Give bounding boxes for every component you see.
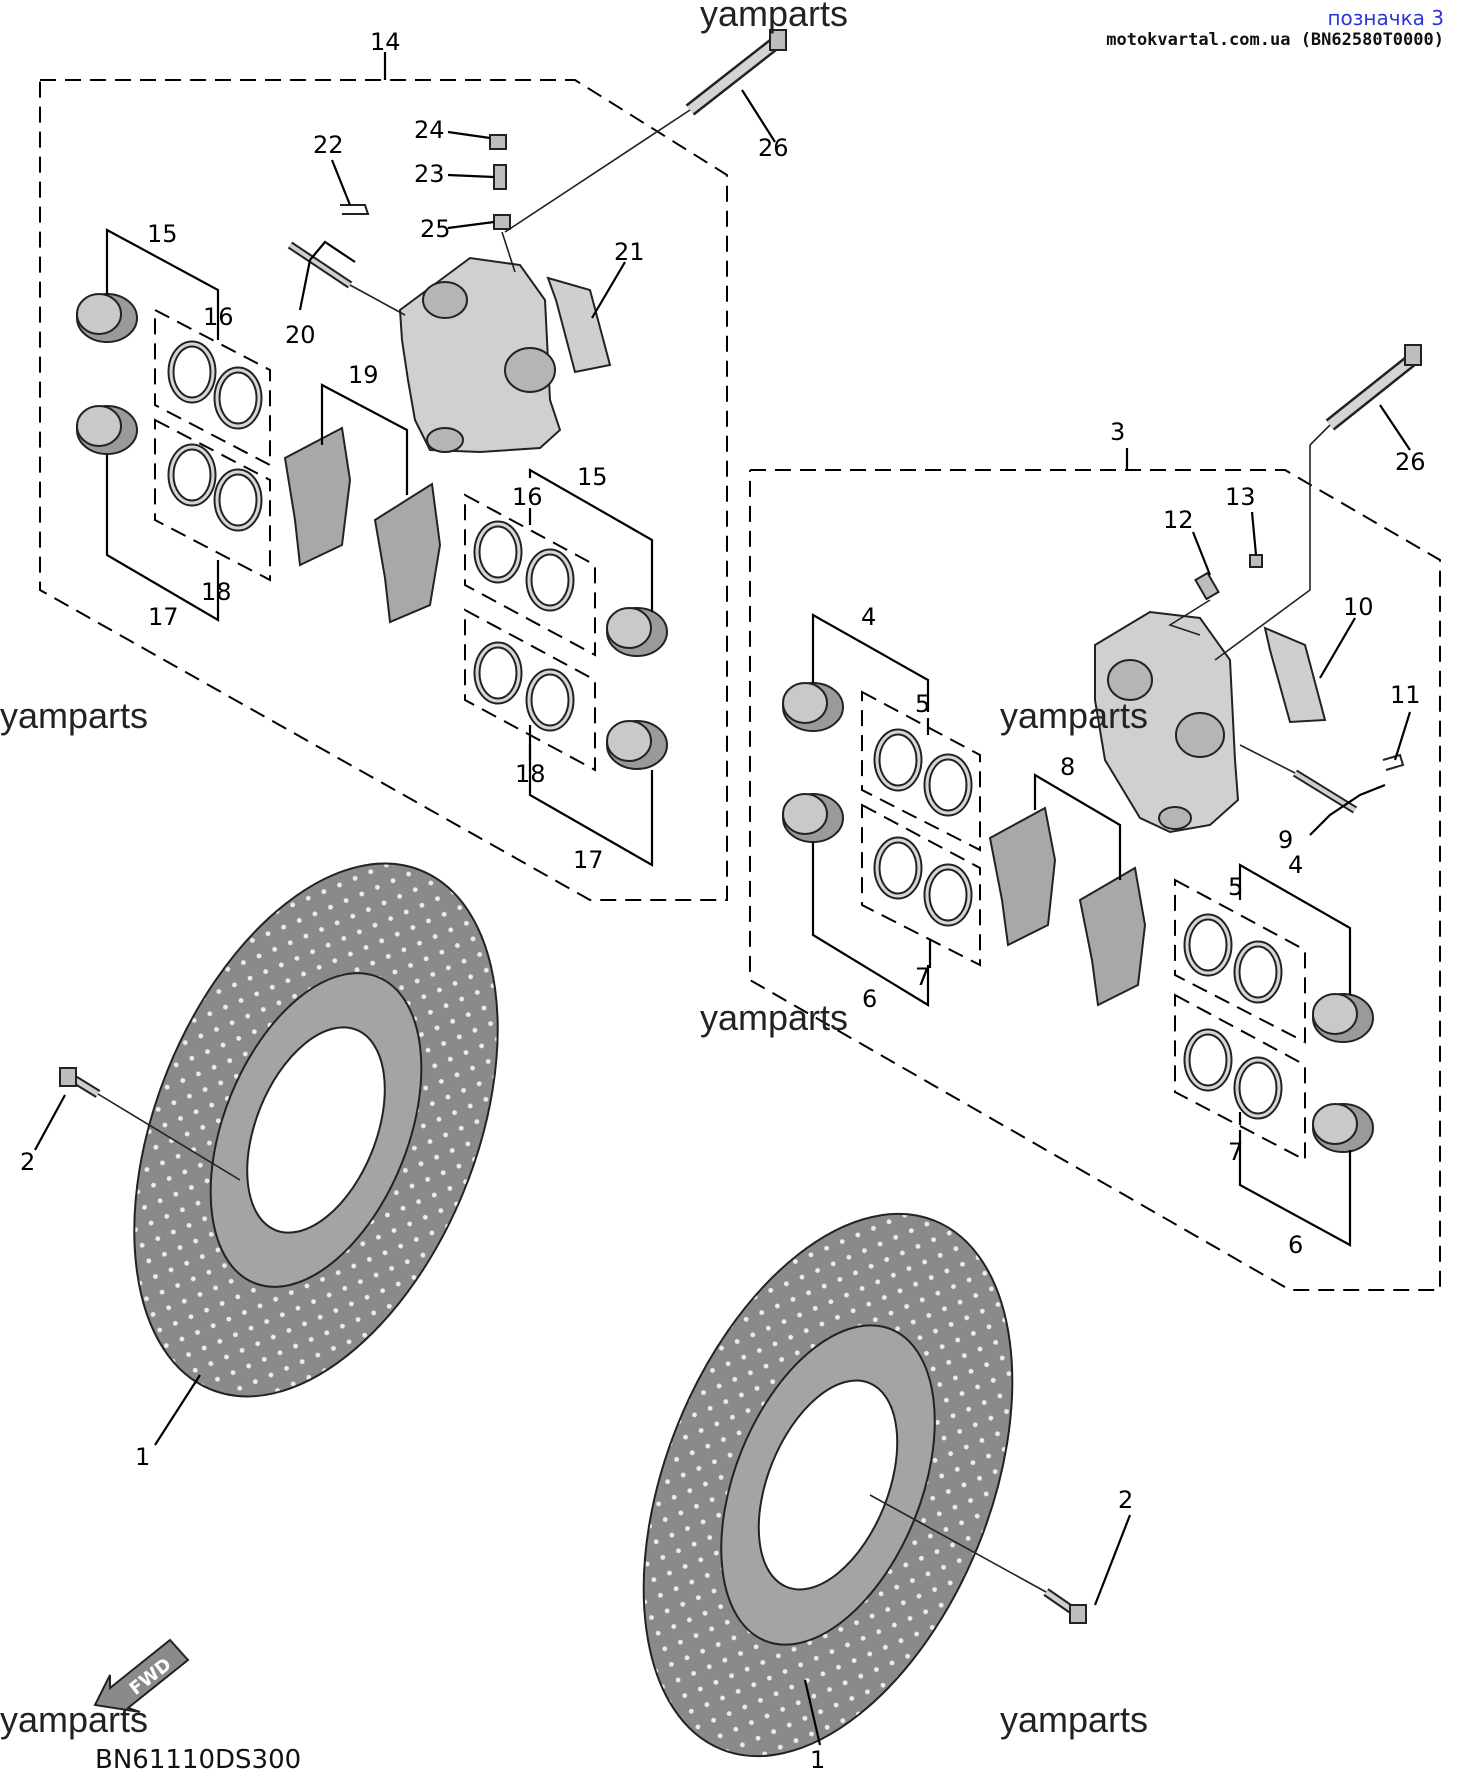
pad-pin-20 (287, 241, 353, 289)
piston-15-b (606, 607, 668, 657)
callout-18-right: 18 (515, 760, 546, 788)
seal-16-c (477, 524, 519, 580)
seal-box-5-right (1174, 878, 1306, 1044)
leader-lines (34, 52, 1412, 1746)
seal-5-b (927, 757, 969, 813)
callout-1-left: 1 (135, 1443, 150, 1471)
piston-15-a (76, 293, 138, 343)
clip-22 (340, 204, 370, 215)
brake-pad-left-a (283, 426, 352, 567)
seal-box-18-right (464, 608, 596, 772)
clip-11 (1382, 753, 1405, 771)
callout-4-right: 4 (1288, 851, 1303, 879)
caliper-body-left (398, 256, 562, 454)
callout-12: 12 (1163, 506, 1194, 534)
seal-7-c (1187, 1032, 1229, 1088)
brake-disc-1-left (133, 862, 499, 1398)
callout-16-left: 16 (203, 303, 234, 331)
callout-22: 22 (313, 131, 344, 159)
header-tag: позначка 3 (1327, 6, 1444, 30)
callout-25: 25 (420, 215, 451, 243)
seal-18-b (217, 472, 259, 528)
piston-4-b (1312, 993, 1374, 1043)
seal-16-b (217, 370, 259, 426)
callout-2-left: 2 (20, 1148, 35, 1176)
bracket-pad-spring-right (1263, 626, 1327, 724)
callout-6-right: 6 (1288, 1231, 1303, 1259)
callout-23: 23 (414, 160, 445, 188)
callout-26-right: 26 (1395, 448, 1426, 476)
callout-6-left: 6 (862, 985, 877, 1013)
seal-7-b (927, 867, 969, 923)
callout-15-right: 15 (577, 463, 608, 491)
seal-box-16-right (464, 493, 596, 657)
callout-5-right: 5 (1228, 873, 1243, 901)
seal-16-a (171, 344, 213, 400)
diagram-code: BN61110DS300 (95, 1745, 301, 1775)
piston-17-a (76, 405, 138, 455)
seal-7-d (1237, 1060, 1279, 1116)
seal-16-d (529, 552, 571, 608)
callout-14: 14 (370, 28, 401, 56)
seal-5-a (877, 732, 919, 788)
brake-pad-left-b (373, 482, 442, 624)
callout-4-left: 4 (861, 603, 876, 631)
disc-bolt-2-left (59, 1067, 101, 1098)
callout-17-right: 17 (573, 846, 604, 874)
watermark-middle: yamparts (700, 997, 848, 1038)
seal-box-7-left (861, 803, 981, 967)
brake-disc-1-right (642, 1212, 1014, 1758)
callout-19: 19 (348, 361, 379, 389)
seal-5-c (1187, 917, 1229, 973)
callout-18-left: 18 (201, 578, 232, 606)
watermark-center: yamparts (1000, 695, 1148, 736)
piston-6-a (782, 793, 844, 843)
header-source: motokvartal.com.ua (BN62580T0000) (1106, 30, 1444, 50)
seal-18-c (477, 645, 519, 701)
callout-8: 8 (1060, 753, 1075, 781)
bracket-pad-spring-left (546, 276, 612, 374)
seal-18-a (171, 447, 213, 503)
callout-15-left: 15 (147, 220, 178, 248)
watermark-bottom-right: yamparts (1000, 1699, 1148, 1740)
callout-10: 10 (1343, 593, 1374, 621)
callout-17-left: 17 (148, 603, 179, 631)
callout-16-right: 16 (512, 483, 543, 511)
callout-7-left: 7 (915, 963, 930, 991)
callout-9: 9 (1278, 826, 1293, 854)
watermark-top: yamparts (700, 0, 848, 34)
seal-box-5-left (861, 690, 981, 852)
callout-5-left: 5 (915, 690, 930, 718)
callout-24: 24 (414, 116, 445, 144)
callout-7-right: 7 (1228, 1138, 1243, 1166)
seal-18-d (529, 672, 571, 728)
callout-11: 11 (1390, 681, 1421, 709)
piston-17-b (606, 720, 668, 770)
callout-21: 21 (614, 238, 645, 266)
brake-pad-right-a (988, 806, 1057, 947)
callout-2-right: 2 (1118, 1486, 1133, 1514)
seal-7-a (877, 840, 919, 896)
callout-26-top: 26 (758, 134, 789, 162)
caliper-body-right (1094, 610, 1240, 834)
seal-5-d (1237, 944, 1279, 1000)
caliper-bolt-26-right (1325, 344, 1423, 431)
seal-box-16-left (154, 308, 271, 467)
brake-pad-right-b (1078, 866, 1147, 1007)
header-block: позначка 3 motokvartal.com.ua (BN62580T0… (1106, 6, 1444, 50)
assembly-3-frame (749, 469, 1441, 1291)
caliper-bolt-26-top (685, 29, 787, 116)
callout-3: 3 (1110, 418, 1125, 446)
piston-6-b (1312, 1103, 1374, 1153)
callout-1-right: 1 (810, 1746, 825, 1774)
bleed-parts-left (489, 134, 511, 230)
watermark-left: yamparts (0, 695, 148, 736)
callout-13: 13 (1225, 483, 1256, 511)
seal-box-18-left (154, 418, 271, 582)
assembly-14-frame (39, 79, 728, 901)
disc-bolt-2-right (1043, 1588, 1087, 1624)
piston-4-a (782, 682, 844, 732)
callout-20: 20 (285, 321, 316, 349)
